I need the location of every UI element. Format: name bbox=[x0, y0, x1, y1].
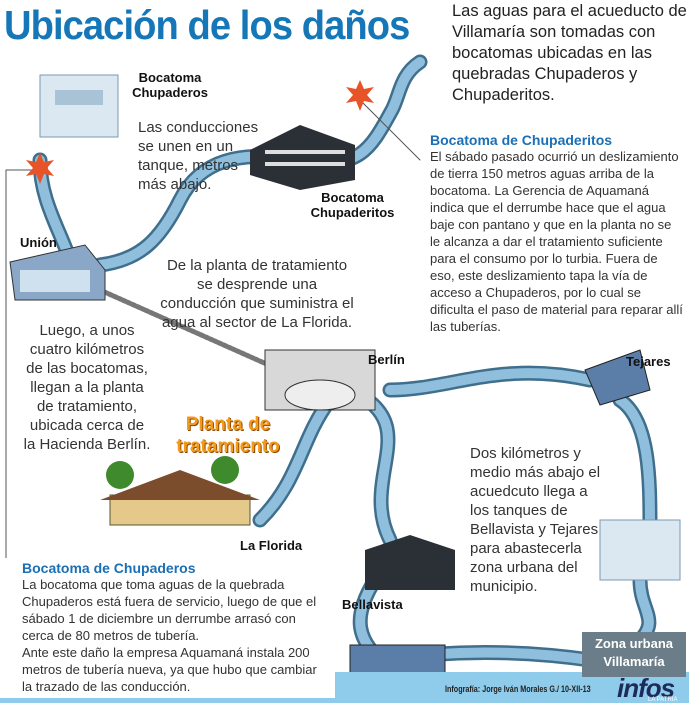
infos-logo: infos bbox=[617, 673, 675, 703]
pipe-to-plant bbox=[97, 287, 283, 373]
credit: Infografía: Jorge Iván Morales G./ 10-XI… bbox=[445, 684, 591, 694]
note-planta: De la planta de tratamiento se desprende… bbox=[160, 257, 354, 331]
label-planta: Planta de tratamiento bbox=[176, 414, 280, 457]
box-heading: Bocatoma de Chupaderos bbox=[22, 560, 196, 576]
building-bocatoma-chupaderitos bbox=[250, 125, 355, 190]
label-la-florida: La Florida bbox=[240, 538, 303, 553]
page-title: Ubicación de los daños bbox=[4, 2, 410, 48]
label-berlin: Berlín bbox=[368, 352, 405, 367]
box-text: El sábado pasado ocurrió un deslizamient… bbox=[430, 149, 683, 334]
label-bellavista: Bellavista bbox=[342, 597, 403, 612]
building-zona bbox=[349, 644, 446, 676]
building-bellavista bbox=[365, 535, 455, 590]
building-planta bbox=[264, 349, 376, 411]
damage-star-icon bbox=[26, 153, 54, 184]
label-tejares: Tejares bbox=[626, 354, 671, 369]
left-box-bg bbox=[0, 558, 335, 698]
box-chupaderos: Bocatoma de Chupaderos La bocatoma que t… bbox=[22, 560, 327, 695]
note-dos-km: Dos kilómetros y medio más abajo el acue… bbox=[470, 445, 601, 595]
note-conducciones: Las conducciones se unen en un tanque, m… bbox=[138, 119, 259, 193]
label-bocatoma-chupaderos: Bocatoma Chupaderos bbox=[132, 70, 208, 100]
box-chupaderitos: Bocatoma de Chupaderitos El sábado pasad… bbox=[430, 132, 685, 335]
box-text: La bocatoma que toma aguas de la quebrad… bbox=[22, 577, 317, 643]
damage-star-icon bbox=[346, 80, 374, 111]
logo-subtitle: LA PATRIA bbox=[648, 697, 678, 703]
label-zona-urbana: Zona urbana Villamaría bbox=[582, 632, 686, 677]
building-bocatoma-chupaderos bbox=[39, 74, 119, 138]
box-heading: Bocatoma de Chupaderitos bbox=[430, 132, 613, 148]
box-text: Ante este daño la empresa Aquamaná insta… bbox=[22, 645, 317, 694]
house-la-florida bbox=[100, 456, 260, 526]
building-tejares bbox=[584, 349, 651, 406]
label-union: Unión bbox=[20, 235, 57, 250]
intro-text: Las aguas para el acueducto de Villamarí… bbox=[452, 2, 687, 104]
building-tank-right bbox=[599, 519, 681, 581]
building-union bbox=[9, 244, 106, 301]
note-cuatro-km: Luego, a unos cuatro kilómetros de las b… bbox=[23, 322, 151, 453]
label-bocatoma-chupaderitos: Bocatoma Chupaderitos bbox=[310, 190, 395, 220]
